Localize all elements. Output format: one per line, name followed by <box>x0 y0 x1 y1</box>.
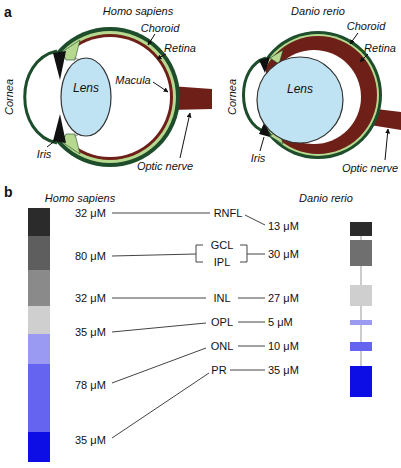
thickness-value: 32 μM <box>75 292 106 305</box>
lens-outline <box>60 57 112 137</box>
leader-arrow <box>260 137 264 151</box>
species-name: Danio rerio <box>299 192 353 205</box>
zebrafish-eye <box>240 31 401 159</box>
leader-arrow <box>148 34 155 45</box>
leader-arrow <box>47 140 56 147</box>
leader-line <box>112 254 196 256</box>
part-label: Iris <box>251 152 266 165</box>
part-label: Choroid <box>347 20 386 33</box>
thickness-value: 35 μM <box>268 364 299 377</box>
human-eye <box>44 31 176 163</box>
leader-line <box>112 213 265 438</box>
part-label: Choroid <box>141 22 180 35</box>
lens-outline <box>256 56 344 144</box>
human-layer-bar <box>28 236 50 270</box>
leader-line <box>112 213 210 214</box>
zebrafish-eye <box>257 34 379 156</box>
layer-name: ONL <box>211 340 234 353</box>
zebrafish-layer-bar <box>350 320 372 325</box>
panel-letter: a <box>4 4 12 20</box>
leader-arrow <box>153 82 168 92</box>
thickness-value: 10 μM <box>268 340 299 353</box>
layer-name: GCL <box>211 239 234 252</box>
thickness-value: 78 μM <box>75 379 106 392</box>
zebrafish-layer-bar <box>350 285 372 306</box>
leader-line <box>112 298 206 299</box>
human-layer-bar <box>28 306 50 334</box>
thickness-value: 30 μM <box>268 248 299 261</box>
lens-label: Lens <box>256 82 344 96</box>
zebrafish-layer-bar <box>350 222 372 397</box>
zebrafish-layer-bar <box>350 222 372 236</box>
leader-line <box>238 298 265 299</box>
layer-name: OPL <box>211 316 233 329</box>
human-layer-bar <box>28 208 50 236</box>
layer-name: PR <box>211 364 226 377</box>
part-label: Retina <box>364 42 396 55</box>
leader-line <box>245 215 265 225</box>
human-eye <box>53 51 66 80</box>
leader-line <box>247 254 265 255</box>
leader-line <box>240 245 247 262</box>
species-name: Danio rerio <box>291 5 345 18</box>
thickness-value: 35 μM <box>75 326 106 339</box>
part-label: Macula <box>115 74 150 87</box>
human-layer-bar <box>28 334 50 364</box>
thickness-value: 5 μM <box>268 316 293 329</box>
zebrafish-layer-bar <box>350 366 372 397</box>
zebrafish-layer-bar <box>350 240 372 266</box>
leader-line <box>112 348 206 383</box>
thickness-value: 35 μM <box>75 434 106 447</box>
leader-line <box>238 322 265 323</box>
lens-ellipse <box>257 57 343 143</box>
human-eye <box>40 27 180 167</box>
leader-arrow <box>157 54 166 59</box>
thickness-value: 13 μM <box>268 220 299 233</box>
leader-line <box>112 323 206 332</box>
human-eye <box>25 27 212 167</box>
zebrafish-eye <box>254 31 382 159</box>
human-layer-bar <box>28 208 50 462</box>
part-label: Cornea <box>226 79 239 115</box>
human-eye <box>25 51 57 143</box>
leader-line <box>230 370 265 371</box>
leader-arrow <box>180 113 190 158</box>
species-name: Homo sapiens <box>45 192 115 205</box>
leader-line <box>196 245 203 262</box>
lens-ellipse <box>61 58 111 136</box>
leader-line <box>112 373 209 438</box>
part-label: Cornea <box>3 79 16 115</box>
part-label: Retina <box>164 42 196 55</box>
human-eye <box>50 37 170 157</box>
lens-label: Lens <box>60 81 112 95</box>
human-eye <box>53 114 66 143</box>
panel-letter: b <box>4 184 13 200</box>
human-eye <box>47 34 173 160</box>
part-label: Optic nerve <box>137 160 193 173</box>
thickness-value: 80 μM <box>75 250 106 263</box>
lens-shape: Lens <box>60 57 112 137</box>
layer-name: INL <box>213 292 230 305</box>
thickness-value: 27 μM <box>268 292 299 305</box>
leader-arrow <box>350 33 358 44</box>
part-label: Optic nerve <box>342 162 398 175</box>
human-layer-bar <box>28 270 50 306</box>
zebrafish-layer-bar <box>350 342 372 351</box>
leader-arrow <box>47 33 388 160</box>
leader-line <box>238 346 265 347</box>
human-layer-bar <box>28 364 50 432</box>
human-layer-bar <box>28 432 50 462</box>
lens-shape: Lens <box>256 56 344 144</box>
leader-arrow <box>360 54 368 62</box>
thickness-value: 32 μM <box>75 207 106 220</box>
layer-name: IPL <box>214 256 231 269</box>
species-name: Homo sapiens <box>103 5 173 18</box>
part-label: Iris <box>37 148 52 161</box>
layer-name: RNFL <box>214 207 243 220</box>
leader-arrow <box>385 129 388 160</box>
